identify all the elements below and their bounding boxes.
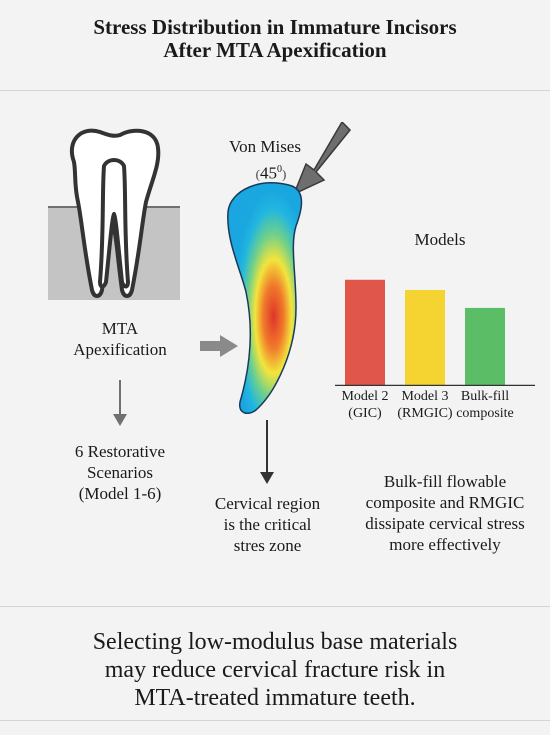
right-arrow-icon [200, 335, 238, 357]
title-line-1: Stress Distribution in Immature Incisors [93, 15, 457, 39]
title-divider [0, 90, 550, 91]
restorative-scenarios-label: 6 Restorative Scenarios (Model 1-6) [30, 441, 210, 504]
conclusion-line-1: Cervical region [214, 494, 321, 513]
category-label-line: Model 2 [341, 389, 389, 404]
down-arrow-icon [260, 420, 274, 484]
finding-text: Bulk-fill flowable composite and RMGIC d… [350, 471, 540, 555]
conclusion-line-3: stres zone [233, 536, 302, 555]
mta-label-line-2: Apexification [73, 340, 167, 359]
von-mises-label: Von Mises [229, 137, 301, 156]
bar-3 [465, 307, 505, 386]
category-label-line: (GIC) [348, 406, 382, 421]
category-label-line: Model 3 [401, 389, 449, 404]
scenarios-line-1: 6 Restorative [74, 442, 166, 461]
finding-line-4: more effectively [389, 535, 501, 554]
scenarios-line-2: Scenarios [86, 463, 154, 482]
mta-label-line-1: MTA [101, 319, 139, 338]
category-label-line: (RMGIC) [397, 406, 453, 421]
load-angle-label: (450) [255, 163, 287, 183]
stress-map-tooth [227, 182, 303, 415]
scenarios-line-3: (Model 1-6) [78, 484, 162, 503]
tooth-in-bone-icon [48, 128, 180, 300]
category-label-line: Bulk-fill [460, 389, 510, 404]
footer-divider [0, 606, 550, 607]
load-arrow-icon [292, 122, 352, 196]
footer-line-3: MTA-treated immature teeth. [134, 685, 416, 711]
category-label: Model 2 (GIC) [330, 388, 400, 422]
chart-category-labels: Model 2 (GIC) Model 3 (RMGIC) Bulk-fill compo… [335, 388, 535, 428]
finding-line-3: dissipate cervical stress [365, 514, 525, 533]
cervical-region-conclusion: Cervical region is the critical stres zo… [185, 493, 350, 556]
chart-title: Models [414, 230, 466, 249]
finding-line-2: composite and RMGIC [365, 493, 525, 512]
finding-line-1: Bulk-fill flowable [383, 472, 507, 491]
models-bar-chart [335, 279, 535, 386]
bar-1 [345, 279, 385, 386]
down-arrow-icon [113, 380, 127, 426]
footer-conclusion: Selecting low-modulus base materials may… [0, 628, 550, 712]
category-label-line: composite [456, 406, 514, 421]
category-label: Bulk-fill composite [450, 388, 520, 422]
mta-apexification-label: MTA Apexification [40, 318, 200, 360]
footer-line-1: Selecting low-modulus base materials [92, 629, 458, 655]
bar-2 [405, 290, 445, 386]
conclusion-line-2: is the critical [223, 515, 312, 534]
page-title: Stress Distribution in Immature Incisors… [0, 16, 550, 62]
bottom-divider [0, 720, 550, 721]
category-label: Model 3 (RMGIC) [390, 388, 460, 422]
footer-line-2: may reduce cervical fracture risk in [104, 657, 446, 683]
angle-value: 45 [260, 163, 277, 183]
title-line-2: After MTA Apexification [163, 38, 387, 62]
angle-unit: 0 [277, 164, 282, 175]
